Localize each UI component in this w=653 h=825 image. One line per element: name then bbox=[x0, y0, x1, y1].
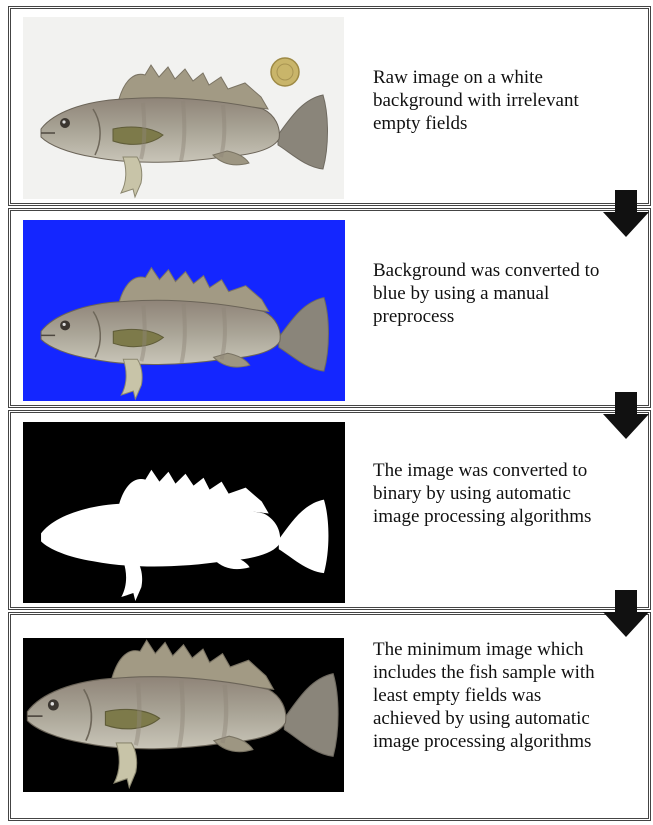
step-caption: The minimum image which includes the fis… bbox=[373, 638, 613, 753]
fish-blue-background-image bbox=[23, 220, 345, 401]
fish-white-background-image bbox=[23, 17, 344, 199]
step-panel-cropped: The minimum image which includes the fis… bbox=[8, 612, 651, 821]
step-panel-binary: The image was converted to binary by usi… bbox=[8, 410, 651, 610]
cropped-fish-image bbox=[23, 638, 344, 792]
down-arrow-icon bbox=[601, 392, 651, 440]
coin-icon bbox=[271, 58, 299, 86]
binary-fish-image bbox=[23, 422, 345, 603]
step-caption: Raw image on a white background with irr… bbox=[373, 66, 613, 135]
down-arrow-icon bbox=[601, 590, 651, 638]
step-caption: Background was converted to blue by usin… bbox=[373, 259, 613, 328]
step-panel-blue-background: Background was converted to blue by usin… bbox=[8, 208, 651, 408]
step-panel-raw: Raw image on a white background with irr… bbox=[8, 6, 651, 206]
step-caption: The image was converted to binary by usi… bbox=[373, 459, 613, 528]
down-arrow-icon bbox=[601, 190, 651, 238]
